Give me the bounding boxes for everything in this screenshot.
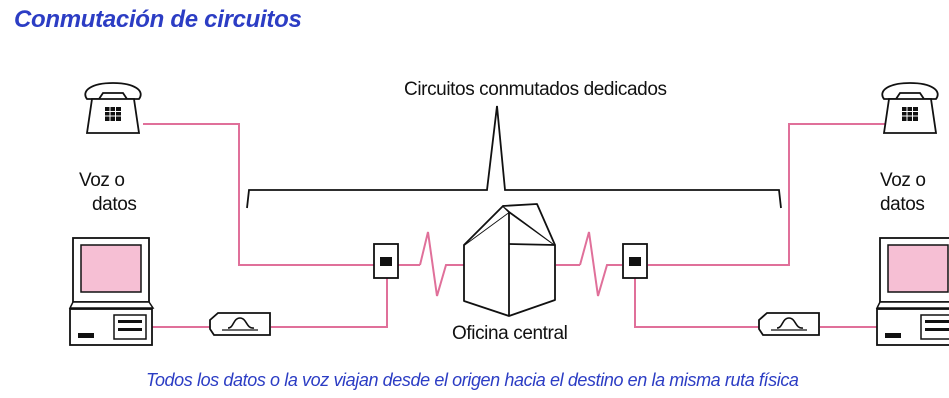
circuits-label: Circuitos conmutados dedicados [404,79,667,100]
central-office-label: Oficina central [452,323,568,344]
zigzag-left [419,231,464,297]
caption: Todos los datos o la voz viajan desde el… [146,370,799,390]
telephone-icon [881,82,939,134]
computer-icon [68,237,155,346]
modem-icon [758,312,820,336]
central-office-building-icon [463,203,556,317]
zigzag-right [579,231,622,297]
line-right-jack-to-phone [648,123,885,266]
voice-data-label-right-line1: Voz o [880,170,926,191]
wall-jack-icon [622,243,648,279]
circuit-bracket [246,105,782,209]
wall-jack-icon [373,243,399,279]
voice-data-label-left-line2: datos [92,194,137,215]
voice-data-label-left-line1: Voz o [79,170,125,191]
voice-data-label-right-line2: datos [880,194,925,215]
line-right-jack-to-modem [634,276,760,328]
computer-icon [875,237,949,346]
modem-icon [209,312,271,336]
page-title: Conmutación de circuitos [14,6,302,33]
telephone-icon [84,82,142,134]
line-left-jack-to-modem [271,272,388,328]
line-left-phone-to-jack [143,123,378,266]
connection-lines [143,123,885,328]
